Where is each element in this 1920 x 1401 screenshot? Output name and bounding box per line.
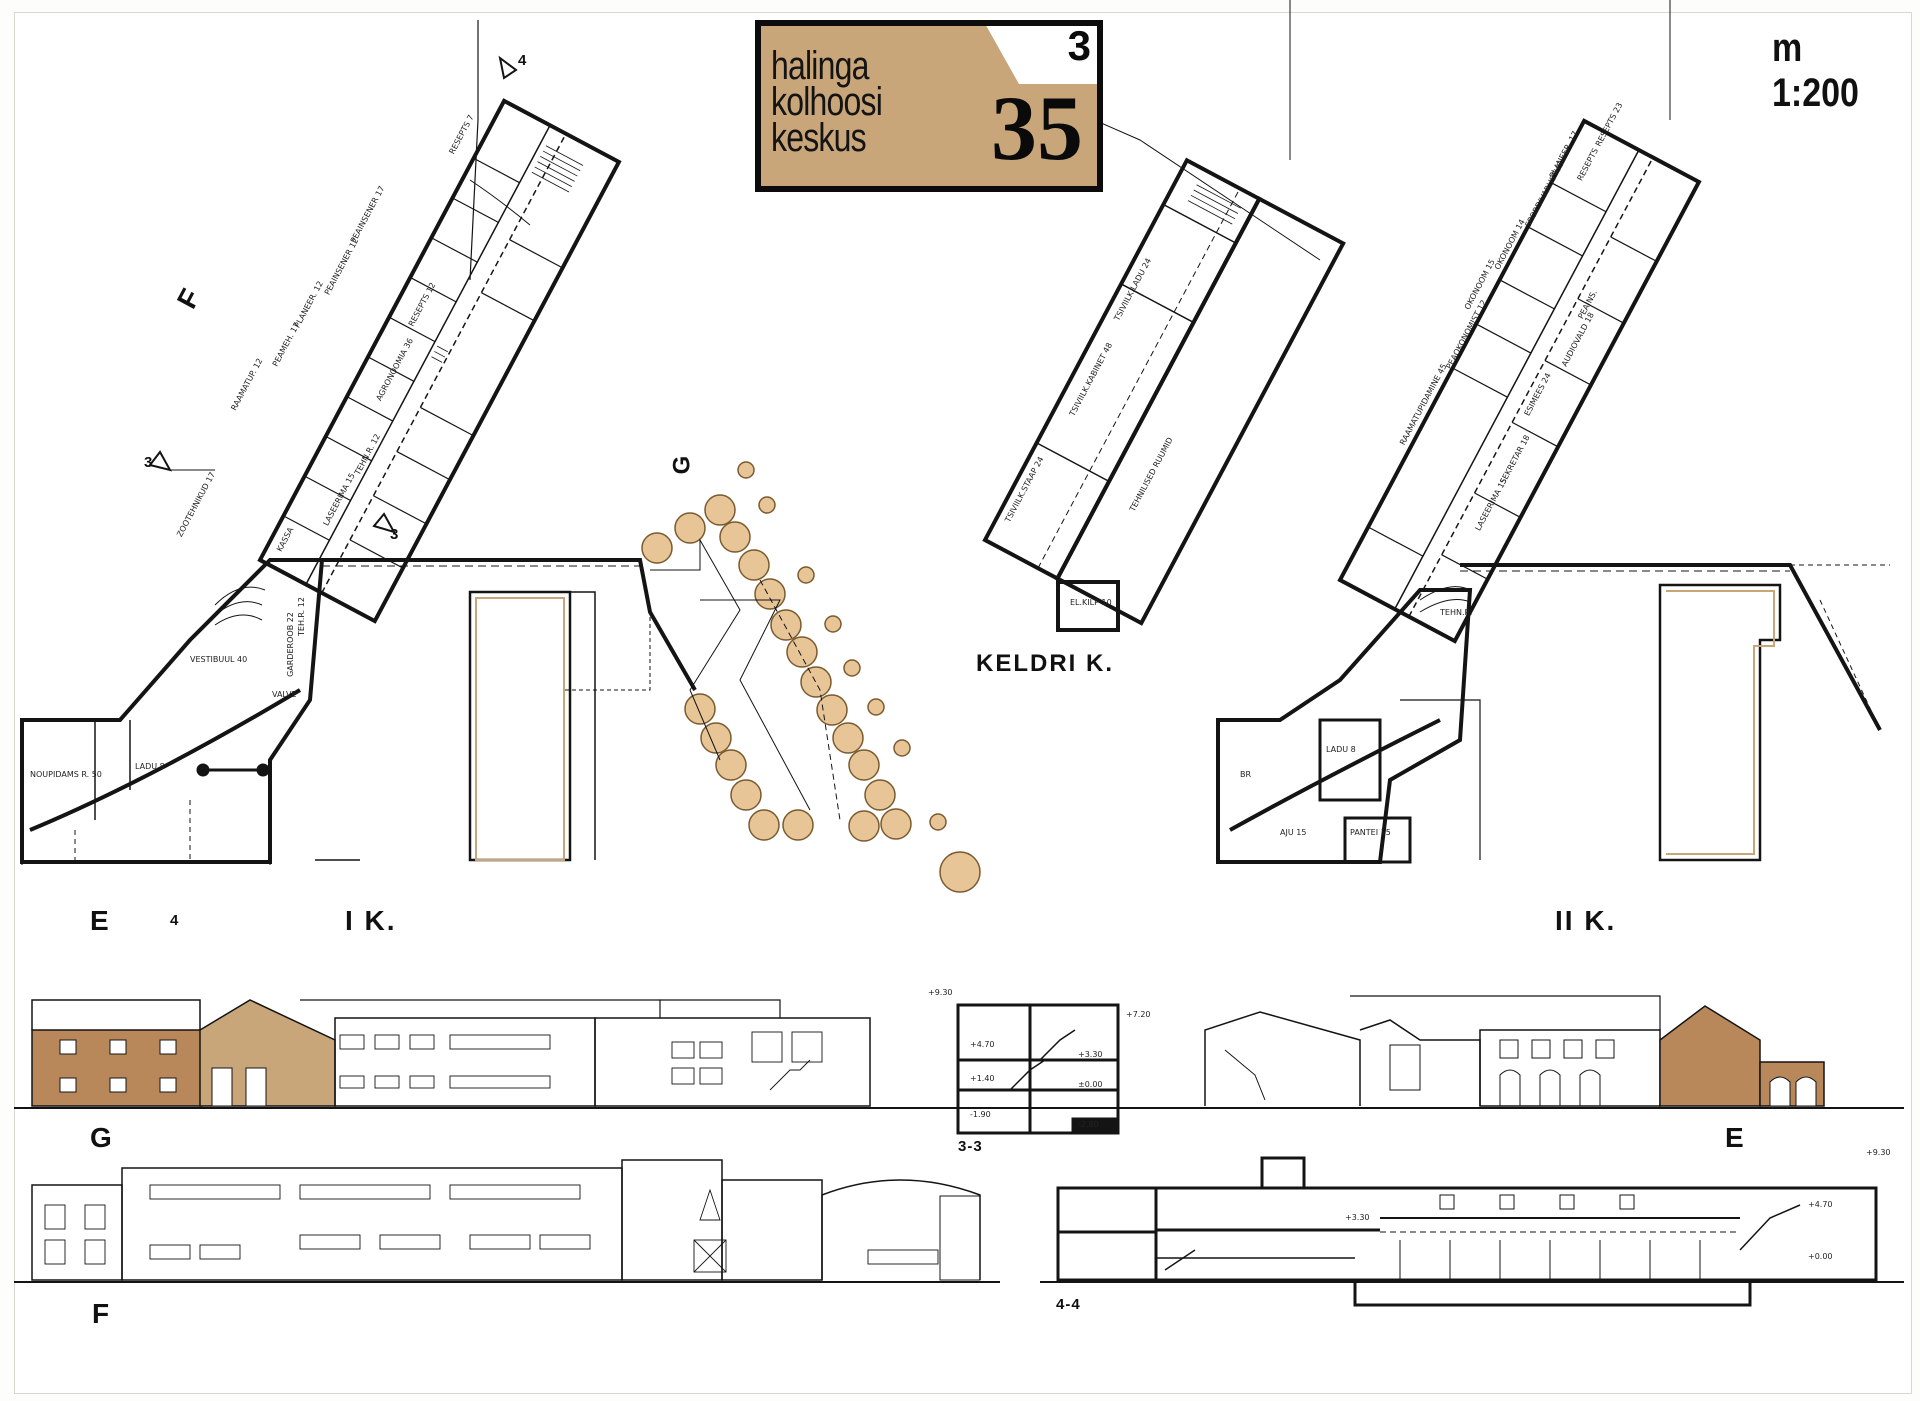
room-label: LADU 8 — [135, 762, 165, 771]
first-floor-plan — [20, 20, 697, 865]
room-label: VESTIBUUL 40 — [190, 655, 248, 664]
elevation-e — [1204, 995, 1825, 1107]
title-line-1: halinga — [771, 44, 869, 88]
section-marker-3a: 3 — [144, 454, 154, 471]
level-mark: ±0.00 — [1078, 1080, 1103, 1089]
elevation-e-label: E — [1725, 1122, 1746, 1153]
section-3-3 — [956, 1003, 1120, 1135]
section-4-4 — [1040, 1156, 1904, 1307]
section-marker-4a: 4 — [518, 52, 528, 69]
room-label: BR — [1240, 770, 1252, 779]
level-mark: +3.30 — [1078, 1050, 1103, 1059]
title-line-2: kolhoosi — [771, 80, 883, 124]
project-number: 35 — [991, 77, 1083, 179]
section-marker-4b: 4 — [170, 912, 180, 929]
site-trees — [641, 461, 981, 893]
room-label: LADU 8 — [1326, 745, 1356, 754]
site-g-marker: G — [668, 453, 696, 475]
room-label: VALVE — [272, 690, 297, 699]
room-label: PANTEI 15 — [1350, 828, 1391, 837]
room-label: NOUPIDAMS R. 50 — [30, 770, 102, 779]
room-label: EL.KILP 10 — [1070, 598, 1112, 607]
elevation-f — [14, 1159, 1000, 1283]
level-mark: +0.00 — [1808, 1252, 1833, 1261]
level-mark: +7.20 — [1126, 1010, 1151, 1019]
level-mark: +4.70 — [970, 1040, 995, 1049]
elevation-g-label: G — [90, 1122, 114, 1153]
room-label: AJU 15 — [1280, 828, 1307, 837]
level-mark: +3.30 — [1345, 1213, 1370, 1222]
basement-label: KELDRI K. — [976, 650, 1114, 677]
section-markers — [148, 55, 518, 534]
elevation-f-label: F — [92, 1298, 112, 1329]
section-4-4-label: 4-4 — [1056, 1296, 1081, 1313]
section-3-3-label: 3-3 — [958, 1138, 983, 1155]
level-mark: +1.40 — [970, 1074, 995, 1083]
level-mark: +9.30 — [928, 988, 953, 997]
room-label: TEH.R. 12 — [296, 597, 306, 636]
level-mark: -1.90 — [970, 1110, 991, 1119]
basement-plan — [982, 0, 1346, 632]
elevation-e-marker: E — [90, 905, 111, 936]
room-label: GARDEROOB 22 — [285, 612, 295, 677]
section-marker-3b: 3 — [390, 526, 400, 543]
title-block: halinga kolhoosi keskus 35 3 — [755, 20, 1103, 192]
drawing-sheet — [14, 12, 1912, 1394]
scale-label: m 1:200 — [1772, 26, 1859, 115]
sheet-number: 3 — [1067, 22, 1091, 69]
second-floor-plan — [1216, 0, 1890, 864]
second-floor-label: II K. — [1555, 905, 1617, 936]
level-mark: +4.70 — [1808, 1200, 1833, 1209]
first-floor-label: I K. — [345, 905, 397, 936]
level-mark: +9.30 — [1866, 1148, 1891, 1157]
level-mark: -2.80 — [1078, 1120, 1099, 1129]
room-label: TEHN.R. — [1440, 608, 1473, 617]
title-line-3: keskus — [771, 116, 867, 160]
